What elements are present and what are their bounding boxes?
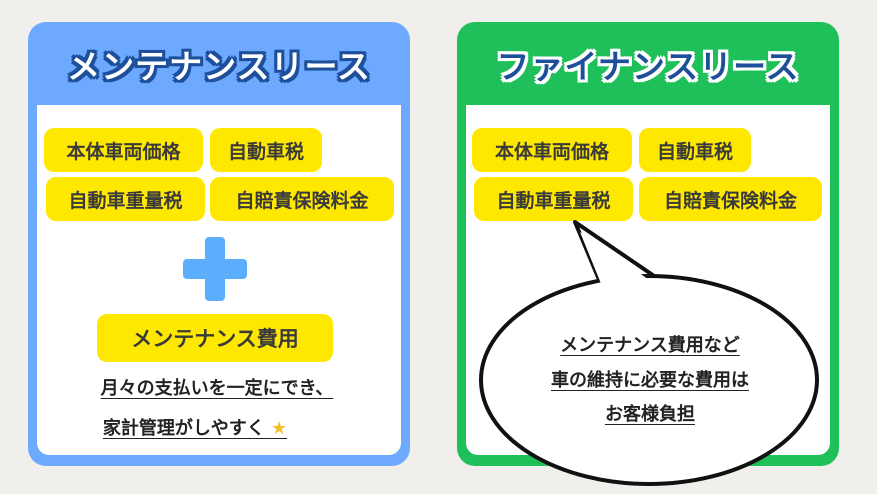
card-title: メンテナンスリース xyxy=(67,46,371,86)
note-line: 家計管理がしやすく ★ xyxy=(70,414,320,440)
item-chip: 自動車税 xyxy=(639,128,751,172)
sparkle-star-icon: ★ xyxy=(270,418,288,439)
bubble-line: お客様負担 xyxy=(605,404,695,425)
maintenance-cost-chip: メンテナンス費用 xyxy=(97,314,333,362)
item-chip: 自動車重量税 xyxy=(474,177,633,221)
item-chip: 自賠責保険料金 xyxy=(210,177,394,221)
item-chip: 本体車両価格 xyxy=(472,128,632,172)
bubble-line: 車の維持に必要な費用は xyxy=(551,370,749,391)
note-line: 月々の支払いを一定にでき、 xyxy=(100,378,334,399)
bubble-line: メンテナンス費用など xyxy=(560,335,740,356)
plus-icon xyxy=(183,237,247,301)
item-chip: 本体車両価格 xyxy=(44,128,203,172)
note-text: 家計管理がしやすく xyxy=(102,418,265,439)
card-title: ファイナンスリース xyxy=(496,46,800,86)
item-chip: 自動車重量税 xyxy=(46,177,205,221)
item-chip: 自動車税 xyxy=(210,128,322,172)
item-chip: 自賠責保険料金 xyxy=(639,177,822,221)
